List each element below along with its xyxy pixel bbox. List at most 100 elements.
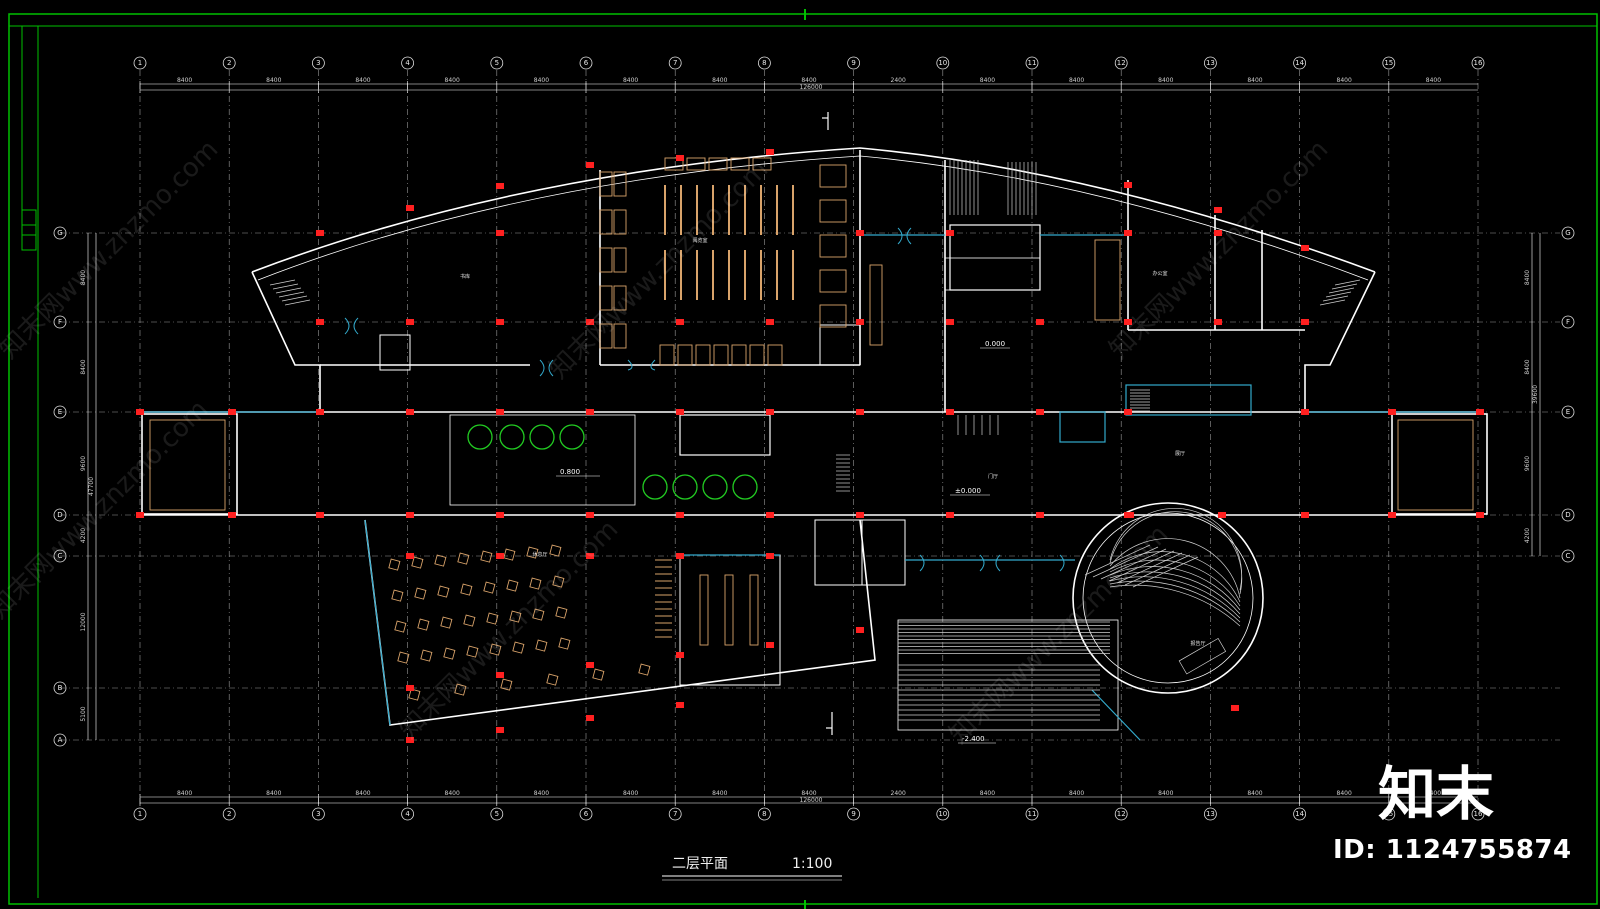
structural-column — [406, 319, 414, 325]
tree — [732, 474, 758, 500]
structural-column — [1301, 409, 1309, 415]
drawing-title-block: 二层平面 1:100 — [662, 856, 842, 881]
structural-column — [856, 627, 864, 633]
axis-bubble-col-7 — [668, 56, 682, 70]
axis-label-col-8: 8 — [762, 810, 766, 818]
dim-total-text: 126000 — [800, 84, 823, 91]
axis-label-row-F: F — [58, 318, 62, 326]
dim-bay-text: 8400 — [801, 77, 816, 84]
structural-column — [316, 409, 324, 415]
axis-bubble-row-G — [53, 226, 67, 240]
axis-label-col-16: 16 — [1474, 810, 1483, 818]
drawing-scale: 1:100 — [792, 856, 832, 872]
axis-label-col-8: 8 — [762, 59, 766, 67]
structural-column — [496, 512, 504, 518]
tree — [672, 474, 698, 500]
axis-label-col-13: 13 — [1206, 810, 1215, 818]
axis-label-col-12: 12 — [1117, 810, 1126, 818]
structural-column — [586, 553, 594, 559]
tree — [702, 474, 728, 500]
axis-bubble-row-A — [53, 733, 67, 747]
axis-bubble-col-2 — [222, 807, 236, 821]
axis-bubble-col-9 — [847, 56, 860, 70]
room-label-office: 办公室 — [1152, 270, 1167, 277]
axis-bubble-col-14 — [1293, 807, 1306, 821]
structural-column — [1301, 319, 1309, 325]
room-label-auditorium: 报告厅 — [1190, 640, 1205, 647]
structural-column — [766, 642, 774, 648]
structural-column — [946, 512, 954, 518]
title-block-strip — [21, 209, 37, 251]
structural-column — [1231, 705, 1239, 711]
axis-bubble-col-13 — [1204, 56, 1217, 70]
axis-label-col-7: 7 — [673, 810, 677, 818]
structural-column — [496, 672, 504, 678]
axis-label-row-G: G — [57, 229, 62, 237]
structural-column — [496, 183, 504, 189]
dim-bay-text: 8400 — [177, 790, 192, 797]
axis-bubble-col-9 — [847, 807, 860, 821]
structural-column — [856, 512, 864, 518]
structural-column — [496, 319, 504, 325]
room-label-exhibition: 展厅 — [1175, 451, 1185, 457]
axis-label-col-1: 1 — [138, 810, 142, 818]
axis-bubble-col-7 — [668, 807, 682, 821]
dim-bay-text: 8400 — [1069, 77, 1084, 84]
structural-column — [1476, 409, 1484, 415]
axis-bubble-col-10 — [936, 807, 950, 821]
elevation-south: -2.400 — [962, 735, 985, 743]
dim-bay-text: 8400 — [534, 77, 549, 84]
axis-label-col-2: 2 — [227, 59, 231, 67]
dim-bay-text: 8400 — [177, 77, 192, 84]
elevation-hall: 0.000 — [985, 340, 1005, 348]
axis-bubble-col-16 — [1471, 807, 1485, 821]
structural-column — [406, 205, 414, 211]
axis-bubble-col-3 — [311, 56, 325, 70]
dim-row-text: 9600 — [80, 456, 87, 471]
axis-label-row-D: D — [57, 511, 62, 519]
structural-column — [316, 230, 324, 236]
axis-bubble-col-1 — [133, 807, 147, 821]
room-label-stack: 书库 — [460, 273, 470, 280]
structural-column — [136, 409, 144, 415]
structural-columns — [136, 149, 1484, 743]
drawing-title: 二层平面 — [672, 856, 728, 872]
furniture-layout — [149, 157, 1474, 701]
axis-bubble-row-F — [53, 315, 67, 329]
room-label-reading: 阅览室 — [692, 237, 707, 244]
image-id-label: ID: 1124755874 — [1333, 835, 1572, 865]
axis-label-col-11: 11 — [1028, 810, 1037, 818]
drawing-frame — [8, 9, 1598, 909]
axis-bubble-col-1 — [133, 56, 147, 70]
axis-label-row-G: G — [1565, 229, 1570, 237]
dim-bay-text: 8400 — [1069, 790, 1084, 797]
structural-column — [1126, 512, 1134, 518]
axis-bubble-row-G — [1561, 226, 1575, 240]
axis-bubble-col-12 — [1114, 56, 1128, 70]
dim-bay-text: 8400 — [623, 77, 638, 84]
structural-column — [766, 553, 774, 559]
structural-column — [586, 319, 594, 325]
axis-label-col-2: 2 — [227, 810, 231, 818]
dim-bay-text: 8400 — [1426, 790, 1441, 797]
structural-column — [676, 553, 684, 559]
axis-label-col-14: 14 — [1295, 59, 1304, 67]
structural-column — [228, 409, 236, 415]
room-label-lounge: 休息厅 — [532, 551, 547, 558]
structural-column — [1218, 512, 1226, 518]
axis-label-row-C: C — [1566, 552, 1571, 560]
structural-column — [496, 553, 504, 559]
dim-bay-text: 8400 — [712, 77, 727, 84]
structural-column — [496, 727, 504, 733]
structural-column — [856, 319, 864, 325]
dim-row-text: 9600 — [1524, 456, 1531, 471]
dim-bay-text: 8400 — [1337, 790, 1352, 797]
axis-bubbles: 1122334455667788991010111112121313141415… — [53, 56, 1575, 821]
elevation-lobby: ±0.000 — [955, 487, 981, 495]
structural-column — [496, 230, 504, 236]
structural-column — [856, 230, 864, 236]
dim-bay-text: 2400 — [891, 77, 906, 84]
axis-bubble-row-E — [53, 405, 67, 419]
tree — [529, 424, 555, 450]
structural-column — [856, 409, 864, 415]
